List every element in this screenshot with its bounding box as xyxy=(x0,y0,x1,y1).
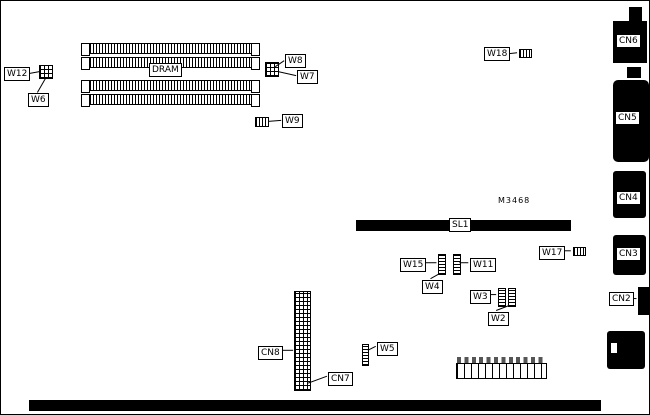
jumper-label-w17: W17 xyxy=(539,246,566,260)
jumper-label-w18: W18 xyxy=(484,47,511,61)
jumper-label-w11: W11 xyxy=(470,258,497,272)
jumper-w8-block xyxy=(265,62,279,77)
connector-label-cn3: CN3 xyxy=(616,247,641,261)
dram-socket-3 xyxy=(81,80,260,93)
jumper-label-w2: W2 xyxy=(488,312,509,326)
jumper-label-w8: W8 xyxy=(285,54,306,68)
jumper-label-w6: W6 xyxy=(28,93,49,107)
small-edge-connector xyxy=(627,67,641,78)
pin-header-teeth xyxy=(457,357,546,363)
jumper-label-w4: W4 xyxy=(422,280,443,294)
jumper-label-w3: W3 xyxy=(470,290,491,304)
connector-cn2-tab xyxy=(638,287,649,315)
model-number: M3468 xyxy=(498,196,531,205)
connector-label-cn8: CN8 xyxy=(258,346,283,360)
jumper-label-w5: W5 xyxy=(377,342,398,356)
connector-label-cn5: CN5 xyxy=(615,111,640,125)
jumper-label-w9: W9 xyxy=(282,114,303,128)
dram-label: DRAM xyxy=(149,63,182,77)
jumper-label-w12: W12 xyxy=(4,67,31,81)
jumper-w3-block xyxy=(498,288,506,307)
jumper-w18-block xyxy=(519,49,532,58)
connector-label-cn7: CN7 xyxy=(328,372,353,386)
jumper-w12-block xyxy=(39,65,53,79)
jumper-w15-block xyxy=(438,254,446,275)
jumper-w17-block xyxy=(573,247,586,256)
jumper-w11-block xyxy=(453,254,461,275)
jumper-w5-block xyxy=(362,344,369,366)
jumper-label-w15: W15 xyxy=(400,258,427,272)
slot-label-sl1: SL1 xyxy=(449,218,472,232)
connector-notch xyxy=(611,343,617,353)
connector-label-cn4: CN4 xyxy=(616,191,641,205)
bottom-edge-connector xyxy=(29,400,601,411)
dram-socket-1 xyxy=(81,43,260,56)
connector-label-cn6: CN6 xyxy=(616,34,641,48)
jumper-label-w7: W7 xyxy=(297,70,318,84)
connector-cn8-strip xyxy=(294,291,311,391)
dram-socket-4 xyxy=(81,94,260,107)
connector-label-cn2: CN2 xyxy=(609,292,634,306)
jumper-w9-block xyxy=(255,117,269,127)
jumper-w2-block xyxy=(508,288,516,307)
pin-header xyxy=(456,363,547,379)
